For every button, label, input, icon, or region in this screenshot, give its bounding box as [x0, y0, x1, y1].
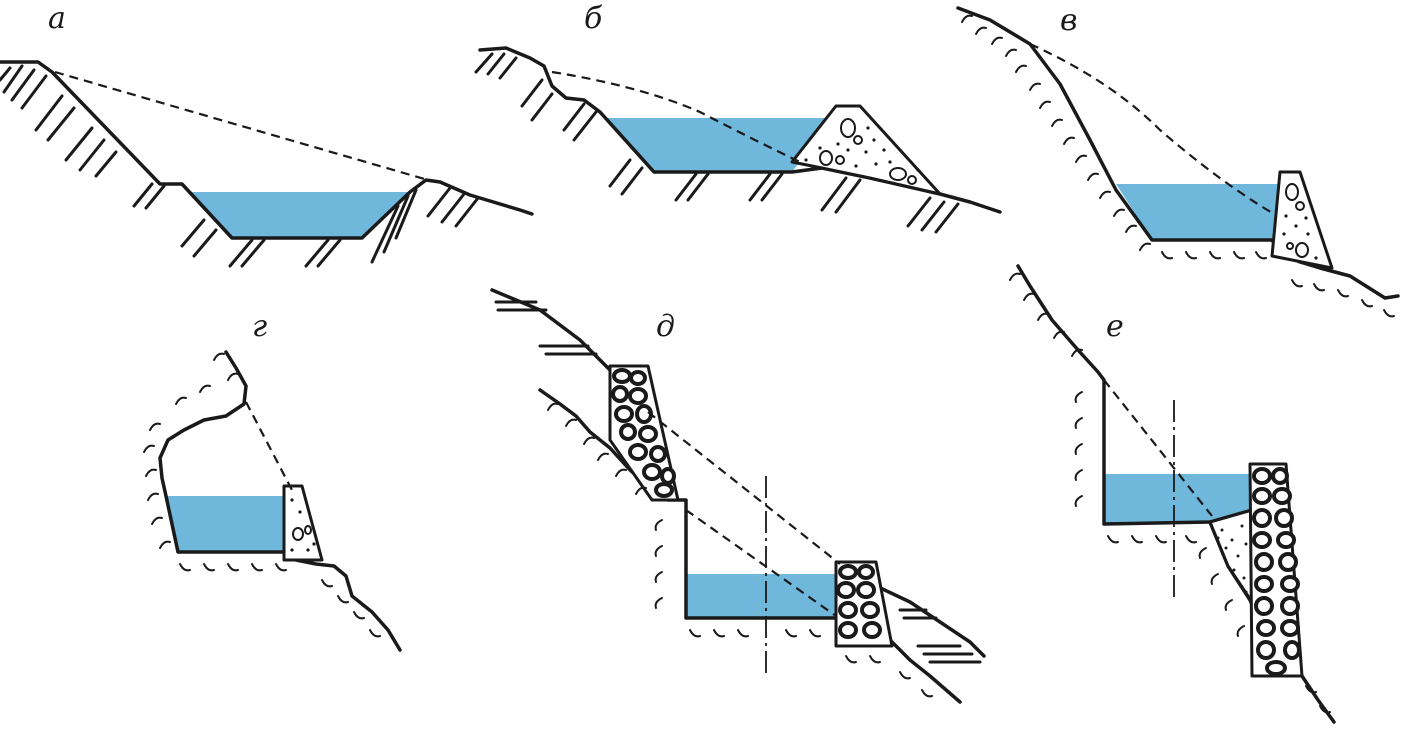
- panel-label-d: д: [656, 309, 675, 344]
- panel-a: а: [0, 1, 534, 268]
- panel-label-e: е: [1106, 309, 1124, 344]
- water-b: [606, 118, 832, 172]
- slope-line-d-upper: [647, 411, 841, 565]
- water-g: [166, 496, 284, 552]
- panel-d: д: [490, 288, 986, 704]
- slope-line-d-lower: [685, 509, 837, 617]
- hatching-a: [0, 64, 480, 268]
- dam-g: [282, 484, 324, 562]
- panel-b: б: [474, 1, 1002, 234]
- rock-ticks-e: [1009, 272, 1331, 714]
- slope-line-b: [551, 70, 801, 163]
- panel-g: г: [143, 309, 402, 652]
- hatching-d: [494, 300, 982, 664]
- water-e: [1104, 474, 1252, 524]
- stones-d-lower: [836, 564, 882, 639]
- water-v: [1116, 184, 1278, 240]
- panel-e: е: [1009, 264, 1336, 724]
- dam-fill-b: [804, 118, 920, 185]
- ground-d: [538, 388, 962, 704]
- ground-a: [0, 60, 534, 240]
- panel-label-g: г: [252, 309, 267, 344]
- dam-v: [1270, 170, 1334, 270]
- rock-ticks-v: [961, 14, 1395, 318]
- fill-e: [1208, 508, 1254, 604]
- dam-fill-g: [290, 498, 316, 552]
- slope-line-a: [54, 70, 429, 182]
- panel-label-v: в: [1060, 3, 1077, 38]
- water-a: [190, 192, 410, 238]
- hatching-b: [474, 52, 960, 234]
- rock-ticks-d: [547, 402, 933, 698]
- stones-e: [1252, 467, 1301, 676]
- rock-ticks-g: [143, 352, 381, 638]
- stones-d-upper: [611, 368, 676, 498]
- fill-dots-e: [1216, 524, 1248, 594]
- slope-line-v: [1029, 42, 1275, 215]
- ground-d-right: [874, 584, 986, 658]
- panel-v: в: [956, 3, 1400, 318]
- dam-fill-v: [1282, 183, 1318, 260]
- ground-v: [956, 6, 1400, 300]
- dam-b: [790, 104, 942, 196]
- panel-label-b: б: [584, 1, 603, 36]
- ground-g: [158, 350, 402, 652]
- water-d: [686, 574, 836, 618]
- slope-line-g: [245, 401, 293, 491]
- panel-label-a: а: [48, 1, 66, 36]
